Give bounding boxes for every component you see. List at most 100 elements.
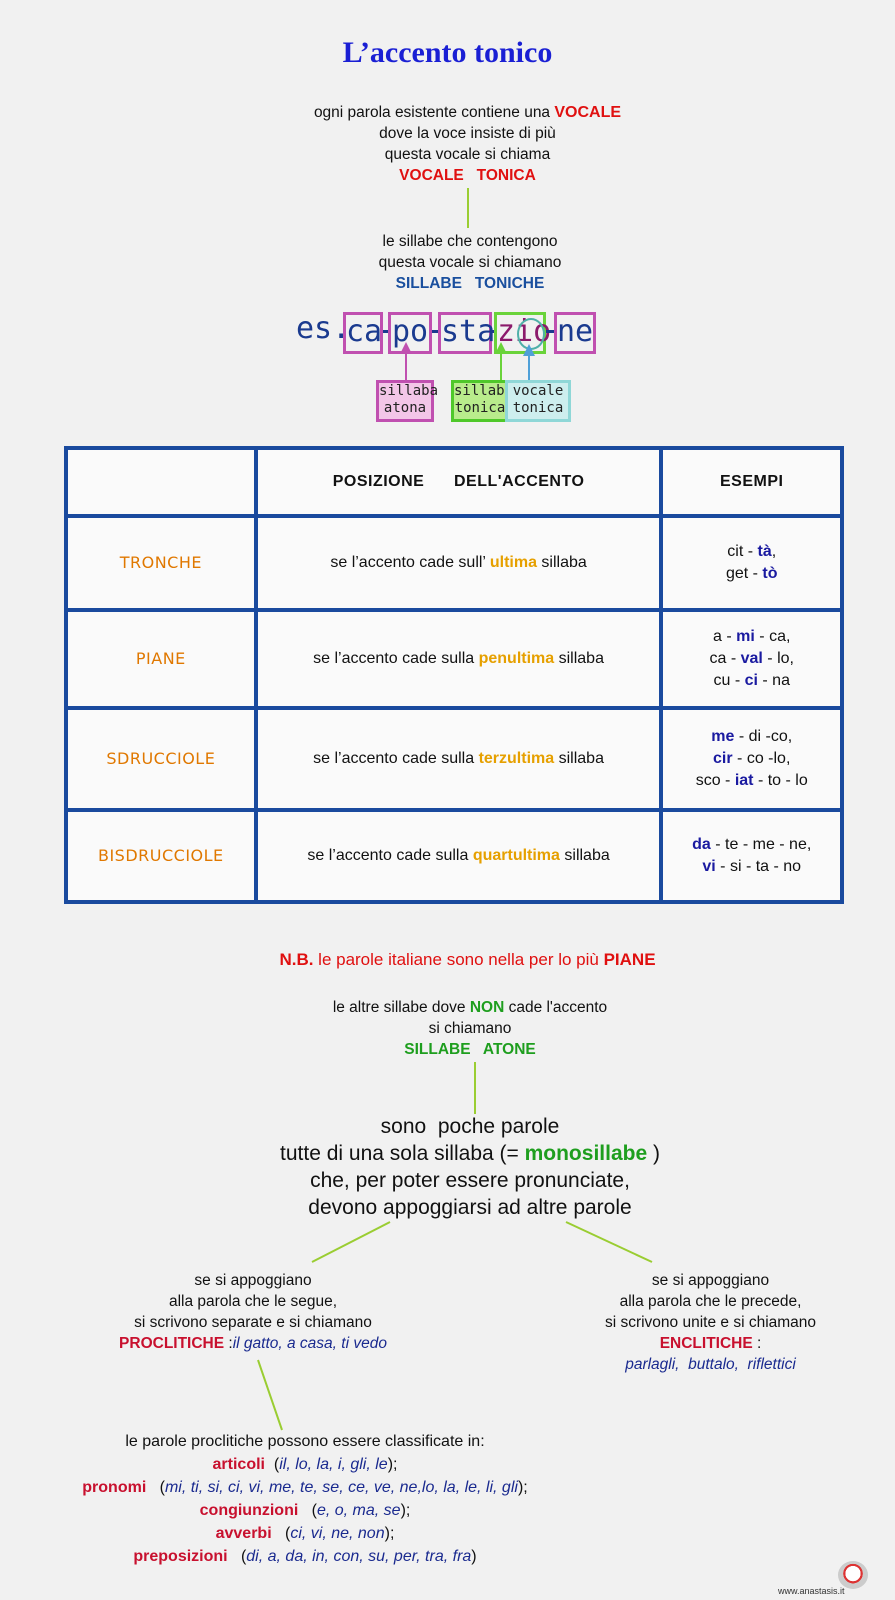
syllable-dash — [383, 330, 391, 333]
encl-line-3: si scrivono unite e si chiamano — [604, 1314, 817, 1331]
intro-line-3: questa vocale si chiama — [384, 146, 551, 163]
vocale-tonica-term: VOCALE TONICA — [399, 167, 536, 184]
mono-block: sono poche parole tutte di una sola sill… — [0, 1113, 895, 1221]
syllable-line-2: questa vocale si chiamano — [378, 254, 562, 271]
table-row: TRONCHE se l’accento cade sull’ ultima s… — [68, 518, 840, 608]
enclitiche-block: se si appoggiano alla parola che le prec… — [568, 1270, 853, 1375]
example-line: cu - ci - na — [713, 672, 790, 689]
atone-line-1: le altre sillabe dove — [332, 999, 470, 1016]
syllable-box-sta: sta — [438, 312, 495, 354]
intro-line-1: ogni parola esistente contiene una — [313, 104, 555, 121]
category-tronche: TRONCHE — [68, 518, 254, 608]
rule-text: sillaba — [536, 554, 587, 571]
rule-cell: se l’accento cade sulla quartultima sill… — [257, 812, 660, 900]
rule-text: se l’accento cade sulla — [307, 847, 473, 864]
page-title: L’accento tonico — [342, 36, 553, 69]
procl-examples: il gatto, a casa, ti vedo — [232, 1335, 387, 1352]
site-url: www.anastasis.it — [778, 1586, 845, 1596]
rule-cell: se l’accento cade sulla terzultima silla… — [257, 710, 660, 808]
label-vocale-tonica: vocale tonica — [505, 380, 571, 422]
table-row: PIANE se l’accento cade sulla penultima … — [68, 612, 840, 706]
rule-cell: se l’accento cade sull’ ultima sillaba — [257, 518, 660, 608]
rule-text: sillaba — [554, 650, 604, 667]
table-header-row: POSIZIONE DELL'ACCENTO ESEMPI — [68, 450, 840, 514]
mono-line-1: sono poche parole — [380, 1115, 560, 1138]
rule-text: se l’accento cade sulla — [313, 650, 479, 667]
example-line: sco - iat - to - lo — [695, 772, 808, 789]
atone-block: le altre sillabe dove NON cade l'accento… — [0, 997, 895, 1060]
mono-line-2: tutte di una sola sillaba (= — [280, 1142, 525, 1165]
list-item: preposizioni (di, a, da, in, con, su, pe… — [133, 1548, 477, 1565]
rule-emphasis: terzultima — [478, 750, 555, 767]
label-sillaba-atona: sillaba atona — [376, 380, 438, 422]
enclitiche-term: ENCLITICHE — [659, 1335, 753, 1352]
list-item: pronomi (mi, ti, si, ci, vi, me, te, se,… — [82, 1479, 528, 1496]
example-line: me - di -co, — [711, 728, 793, 745]
vocale-term: VOCALE — [554, 104, 622, 121]
list-item: articoli (il, lo, la, i, gli, le); — [212, 1456, 398, 1473]
rule-emphasis: quartultima — [472, 847, 560, 864]
intro-line-2: dove la voce insiste di più — [379, 125, 556, 142]
encl-line-2: alla parola che le precede, — [619, 1293, 802, 1310]
example-line: ca - val - lo, — [709, 650, 794, 667]
connector-line — [467, 188, 469, 228]
mono-line-2-end: ) — [647, 1142, 660, 1165]
mono-line-3: che, per poter essere pronunciate, — [310, 1169, 630, 1192]
rule-text: se l’accento cade sulla — [313, 750, 479, 767]
connector-line — [474, 1062, 476, 1114]
classification-intro: le parole proclitiche possono essere cla… — [125, 1433, 485, 1450]
arrows-diagram — [400, 342, 535, 382]
example-line: vi - si - ta - no — [702, 858, 802, 875]
rule-cell: se l’accento cade sulla penultima sillab… — [257, 612, 660, 706]
logo-icon — [838, 1561, 868, 1589]
table-header-empty — [68, 450, 254, 514]
rule-emphasis: ultima — [489, 554, 537, 571]
example-line: da - te - me - ne, — [692, 836, 812, 853]
encl-line-1: se si appoggiano — [651, 1272, 770, 1289]
examples-cell: a - mi - ca, ca - val - lo, cu - ci - na — [663, 612, 840, 706]
sillabe-atone-term: SILLABE ATONE — [404, 1041, 536, 1058]
syllable-dash — [432, 330, 439, 333]
procl-line-2: alla parola che le segue, — [168, 1293, 338, 1310]
category-sdrucciole: SDRUCCIOLE — [68, 710, 254, 808]
atone-line-1-end: cade l'accento — [504, 999, 608, 1016]
proclitiche-term: PROCLITICHE — [119, 1335, 225, 1352]
rule-text: sillaba — [559, 847, 610, 864]
rule-emphasis: penultima — [478, 650, 555, 667]
syllable-box-ne: ne — [554, 312, 596, 354]
table-header-examples: ESEMPI — [663, 450, 840, 514]
nb-lead: N.B. — [279, 950, 314, 969]
classification-block: le parole proclitiche possono essere cla… — [0, 1430, 610, 1568]
table-header-position: POSIZIONE DELL'ACCENTO — [257, 450, 660, 514]
list-item: avverbi (ci, vi, ne, non); — [215, 1525, 395, 1542]
category-bisdrucciole: BISDRUCCIOLE — [68, 812, 254, 900]
examples-cell: me - di -co, cir - co -lo, sco - iat - t… — [663, 710, 840, 808]
mono-line-4: devono appoggiarsi ad altre parole — [308, 1196, 632, 1219]
table-row: BISDRUCCIOLE se l’accento cade sulla qua… — [68, 812, 840, 900]
examples-cell: cit - tà, get - tò — [663, 518, 840, 608]
nb-emphasis: PIANE — [603, 950, 656, 969]
syllable-box-ca: ca — [343, 312, 383, 354]
procl-line-3: si scrivono separate e si chiamano — [134, 1314, 372, 1331]
encl-examples: parlagli, buttalo, riflettici — [625, 1356, 796, 1373]
syllable-block: le sillabe che contengono questa vocale … — [0, 231, 895, 294]
example-line: a - mi - ca, — [713, 628, 791, 645]
rule-text: se l’accento cade sull’ — [330, 554, 490, 571]
category-piane: PIANE — [68, 612, 254, 706]
non-term: NON — [469, 999, 505, 1016]
table-row: SDRUCCIOLE se l’accento cade sulla terzu… — [68, 710, 840, 808]
procl-colon: : — [224, 1335, 233, 1352]
accent-table: POSIZIONE DELL'ACCENTO ESEMPI TRONCHE se… — [64, 446, 844, 904]
list-item: congiunzioni (e, o, ma, se); — [199, 1502, 411, 1519]
sillabe-toniche-term: SILLABE TONICHE — [395, 275, 545, 292]
proclitiche-block: se si appoggiano alla parola che le segu… — [78, 1270, 428, 1354]
nb-note: N.B. le parole italiane sono nella per l… — [0, 950, 895, 970]
nb-text: le parole italiane sono nella per lo più — [313, 950, 604, 969]
syllable-line-1: le sillabe che contengono — [382, 233, 558, 250]
example-line: get - tò — [725, 565, 778, 582]
example-line: cit - tà, — [727, 543, 777, 560]
rule-text: sillaba — [554, 750, 604, 767]
syllable-dash — [490, 330, 496, 333]
examples-cell: da - te - me - ne, vi - si - ta - no — [663, 812, 840, 900]
